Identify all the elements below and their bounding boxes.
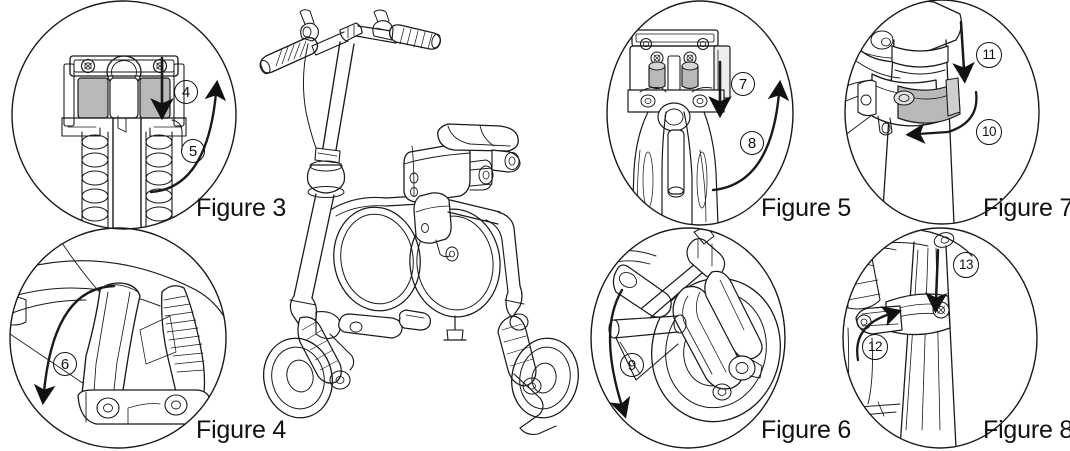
callout-9: 9 xyxy=(620,353,644,377)
callout-13: 13 xyxy=(953,252,979,278)
figure-6-circle xyxy=(590,227,786,449)
callout-5: 5 xyxy=(181,139,205,163)
callout-7: 7 xyxy=(731,72,755,96)
figure-5-circle xyxy=(606,0,794,226)
figure-6-label: Figure 6 xyxy=(761,416,852,444)
arrow-8-curve-up xyxy=(711,79,790,192)
callout-10: 10 xyxy=(976,119,1002,145)
arrow-13-down xyxy=(925,248,948,314)
figure-3-label: Figure 3 xyxy=(196,194,287,222)
arrow-5-curve-up xyxy=(149,79,227,194)
scooter-main-illustration xyxy=(259,9,579,435)
callout-12: 12 xyxy=(862,334,888,360)
arrow-10-curve-left xyxy=(905,90,978,144)
figure-4-circle xyxy=(9,227,227,449)
figure-7-label: Figure 7 xyxy=(983,194,1070,222)
figure-8-circle xyxy=(842,227,1038,449)
callout-6: 6 xyxy=(53,352,77,376)
callout-4: 4 xyxy=(174,80,198,104)
callout-11: 11 xyxy=(976,42,1002,68)
arrow-9-curve-down xyxy=(608,288,631,419)
figure-5-label: Figure 5 xyxy=(761,194,852,222)
figure-5-detail-art xyxy=(627,29,731,225)
figure-4-detail-art xyxy=(10,239,226,425)
arrow-11-down xyxy=(952,20,975,84)
figure-6-detail-art xyxy=(593,228,782,423)
arrow-12-curve-up xyxy=(856,306,903,362)
figure-3-circle xyxy=(11,0,237,230)
figure-8-label: Figure 8 xyxy=(983,416,1070,444)
figure-3-detail-art xyxy=(61,55,187,229)
figure-7-detail-art xyxy=(845,0,962,224)
figure-4-label: Figure 4 xyxy=(196,416,287,444)
figure-7-circle xyxy=(844,0,1040,225)
arrow-6-curve-down xyxy=(33,284,116,406)
callout-8: 8 xyxy=(740,131,764,155)
